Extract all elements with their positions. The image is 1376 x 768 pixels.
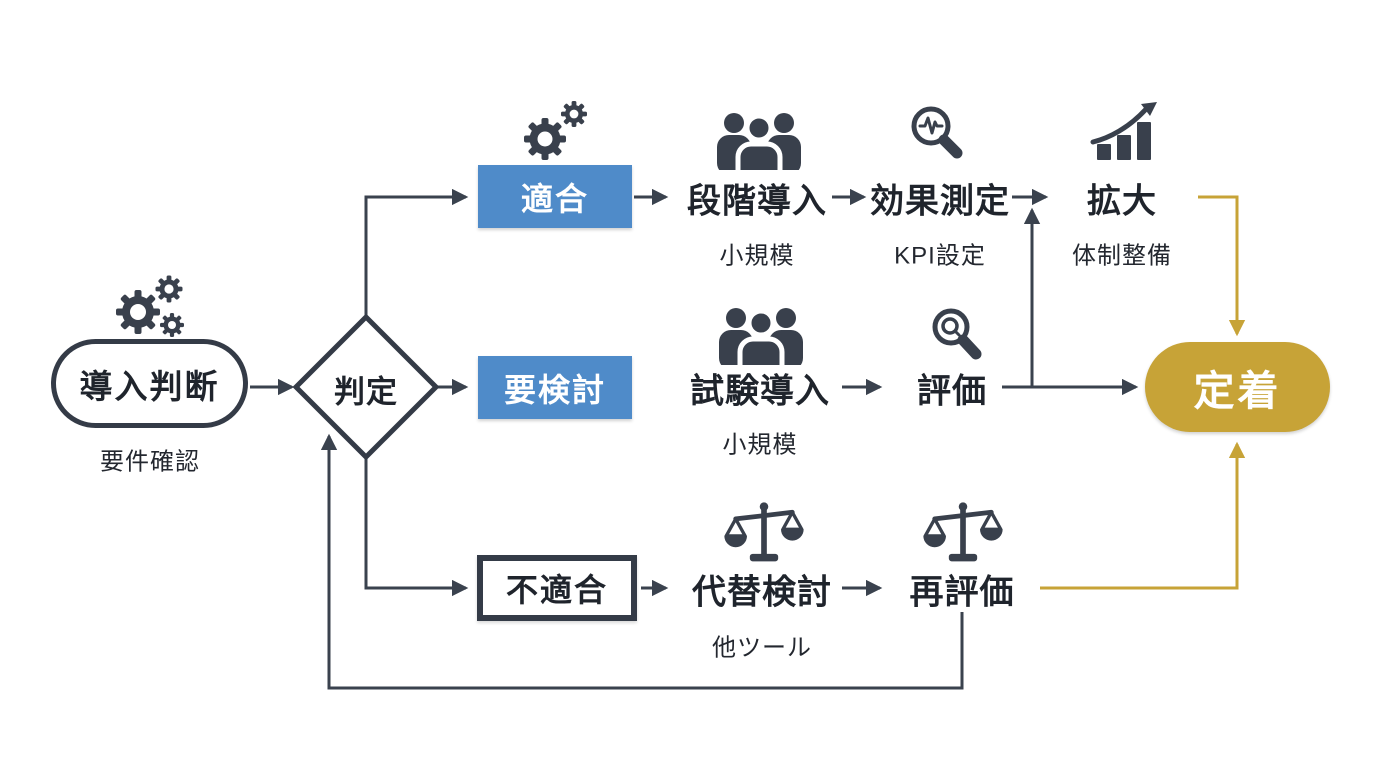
edge-reevaluation-to-settlement [1040,441,1246,590]
unfit-node: 不適合 [477,555,637,621]
phased-rollout-label: 段階導入 [687,182,827,221]
search-pulse-icon [911,106,963,159]
growth-chart-icon [1090,102,1157,160]
trial-rollout-label: 試験導入 [690,372,830,411]
edge-decision-to-fit [364,188,469,319]
trial-rollout-sublabel: 小規模 [722,431,798,459]
team-icon [717,113,801,170]
decision-label: 判定 [334,374,398,410]
effect-measure-label: 効果測定 [870,182,1010,221]
start-sublabel: 要件確認 [100,448,200,476]
settlement-label: 定着 [1193,368,1282,414]
unfit-label: 不適合 [505,572,608,608]
evaluation-label: 評価 [917,372,987,411]
edge-expand-to-settlement [1198,195,1246,337]
scales-icon [923,502,1003,562]
team-icon [719,308,803,365]
alternative-label: 代替検討 [692,573,832,612]
needs-review-node: 要検討 [478,356,632,419]
reevaluation-label: 再評価 [909,573,1015,612]
start-node: 導入判断 [51,339,248,428]
edge-reevaluation-feedback-to-decision [320,433,964,690]
fit-node: 適合 [478,165,632,228]
effect-measure-sublabel: KPI設定 [894,242,986,270]
start-label: 導入判断 [79,367,220,405]
phased-rollout-sublabel: 小規模 [719,242,795,270]
gears-icon [524,101,587,160]
decision-diamond [292,313,440,461]
alternative-sublabel: 他ツール [712,634,812,662]
scales-icon [724,502,804,562]
needs-review-label: 要検討 [503,371,606,408]
gears-icon [116,275,184,337]
expand-sublabel: 体制整備 [1072,242,1172,270]
expand-label: 拡大 [1087,182,1157,221]
fit-label: 適合 [520,180,589,217]
settlement-node: 定着 [1145,342,1330,432]
edge-decision-to-unfit [364,455,469,597]
search-icon [932,308,982,360]
